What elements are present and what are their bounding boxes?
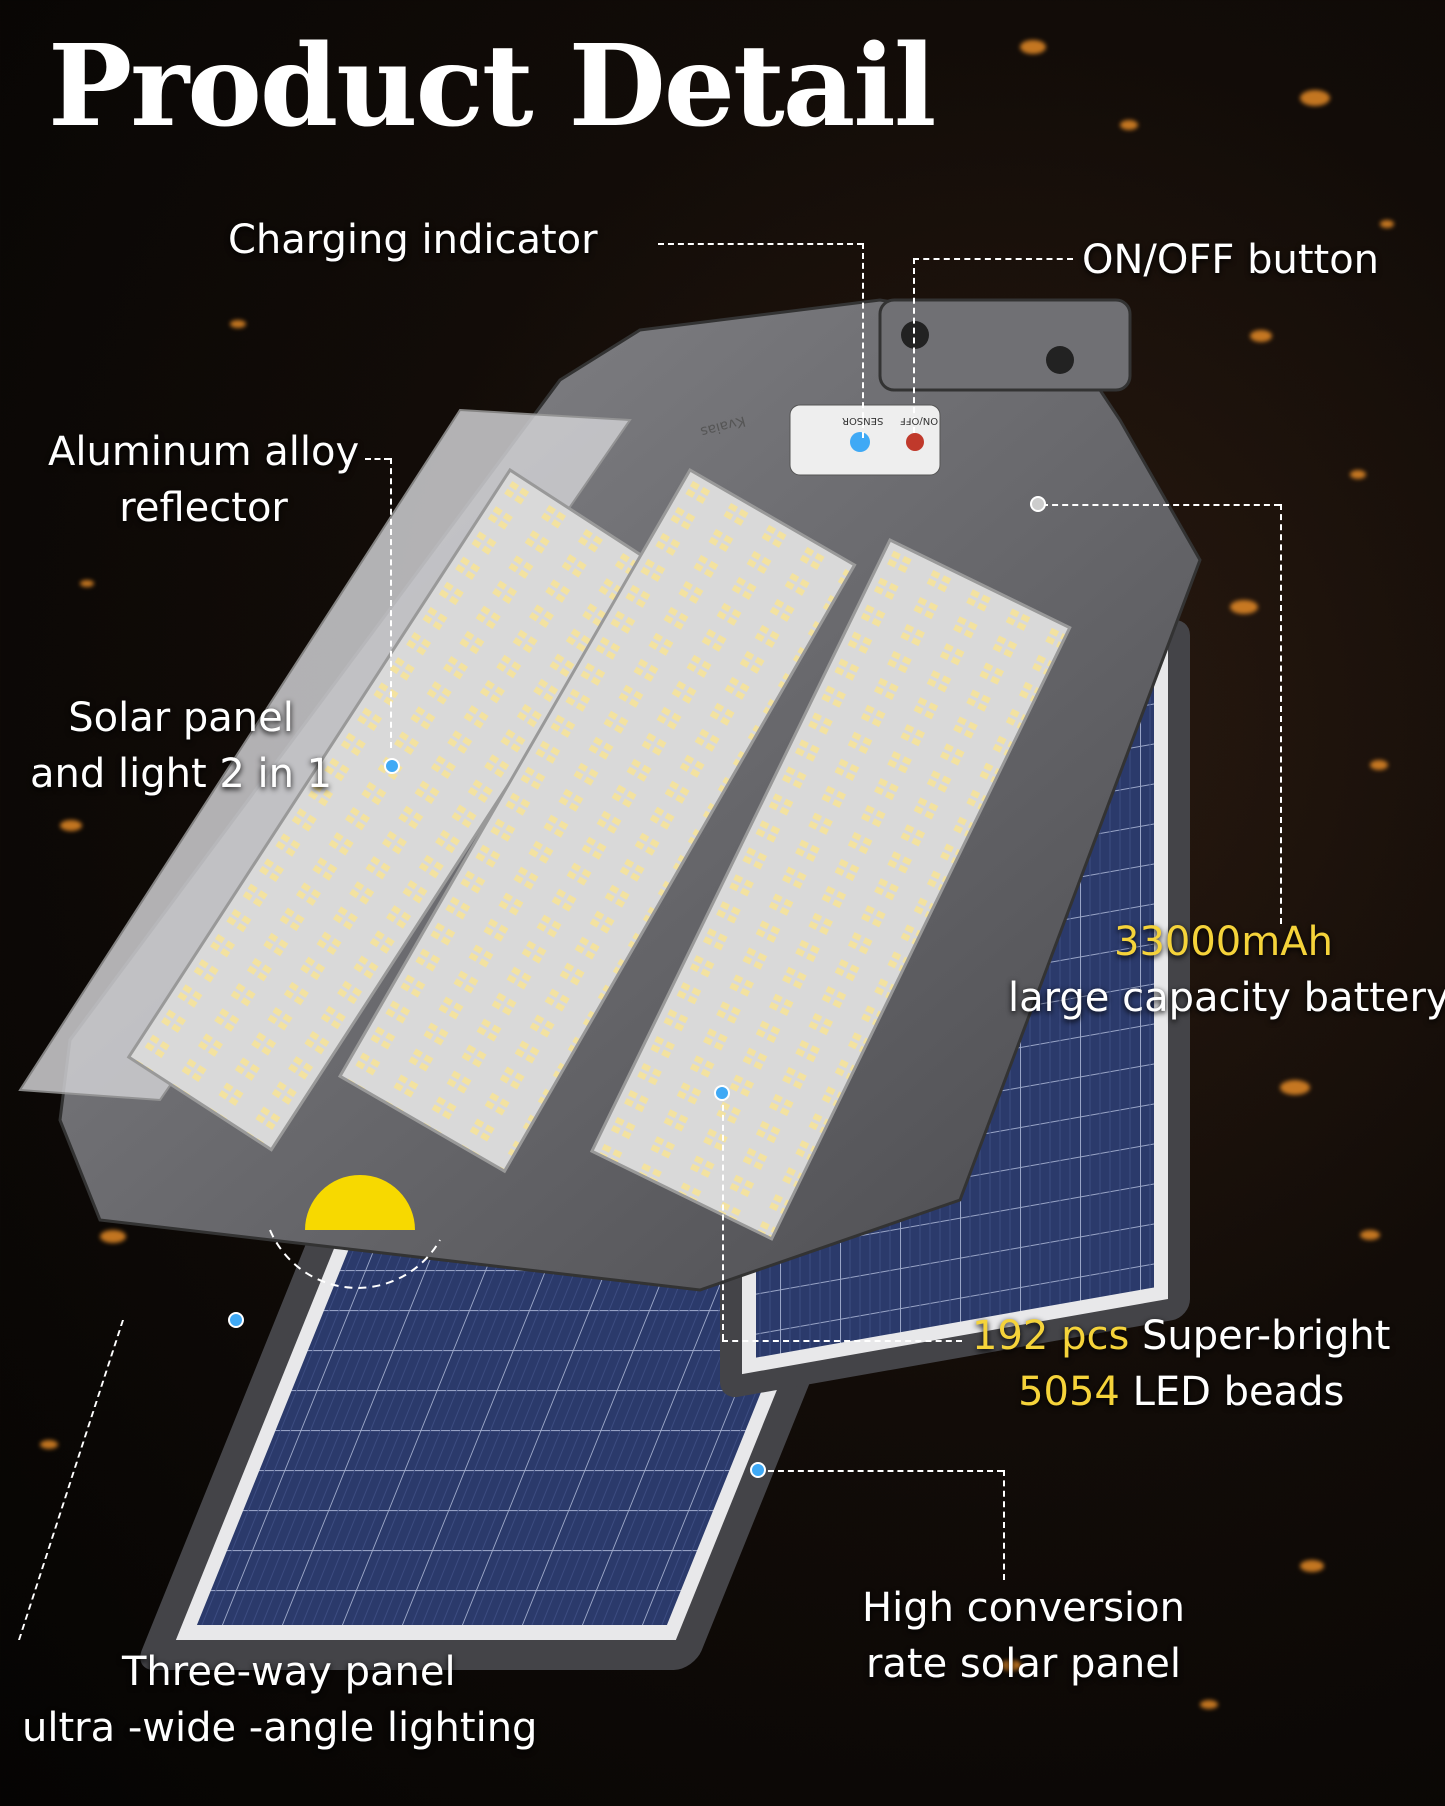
solar-panel-rear xyxy=(140,1110,914,1670)
label-three-way-line1: Three-way panel xyxy=(122,1649,456,1695)
label-reflector-line2: reflector xyxy=(119,485,288,531)
label-charging-indicator: Charging indicator xyxy=(228,217,598,263)
label-led-beads: 192 pcs Super-bright 5054 LED beads xyxy=(972,1308,1390,1420)
led-module-right xyxy=(589,537,1072,1241)
led-module-left xyxy=(126,467,655,1152)
label-led-count: 192 pcs xyxy=(972,1313,1130,1359)
callout-dot-leds xyxy=(714,1085,730,1101)
label-led-desc2: LED beads xyxy=(1119,1369,1345,1415)
label-battery: 33000mAh large capacity battery xyxy=(1008,914,1445,1026)
leader-leds-h xyxy=(722,1340,962,1342)
label-led-model: 5054 xyxy=(1018,1369,1120,1415)
leader-reflector-v xyxy=(390,458,392,748)
callout-dot-solar xyxy=(750,1462,766,1478)
on-off-button-icon xyxy=(906,433,924,451)
label-reflector: Aluminum alloy reflector xyxy=(48,424,359,536)
leader-battery xyxy=(1042,504,1280,506)
charging-indicator-icon xyxy=(850,432,870,452)
callout-dot-threeway xyxy=(228,1312,244,1328)
leader-solar xyxy=(758,1470,1003,1472)
label-led-desc1: Super-bright xyxy=(1129,1313,1391,1359)
leader-charging-v xyxy=(862,243,864,438)
leader-charging xyxy=(658,243,863,245)
label-three-way-line2: ultra -wide -angle lighting xyxy=(22,1705,538,1751)
label-battery-desc: large capacity battery xyxy=(1008,975,1445,1021)
device-onoff-text: ON/OFF xyxy=(900,415,939,426)
leader-leds xyxy=(722,1085,724,1340)
leader-battery-v xyxy=(1280,504,1282,924)
leader-onoff-v xyxy=(913,258,915,433)
callout-dot-solar-light xyxy=(384,758,400,774)
label-solar-panel-line1: High conversion xyxy=(862,1585,1185,1631)
leader-solar-v xyxy=(1003,1470,1005,1580)
label-solar-light: Solar panel and light 2 in 1 xyxy=(30,690,332,802)
label-three-way: Three-way panel ultra -wide -angle light… xyxy=(22,1644,537,1756)
page-title: Product Detail xyxy=(48,21,936,152)
pir-sensor xyxy=(305,1175,415,1230)
callout-dot-battery xyxy=(1030,496,1046,512)
leader-onoff xyxy=(913,258,1073,260)
label-solar-panel: High conversion rate solar panel xyxy=(862,1580,1185,1692)
label-reflector-line1: Aluminum alloy xyxy=(48,429,360,475)
leader-reflector xyxy=(365,458,390,460)
label-battery-capacity: 33000mAh xyxy=(1114,919,1333,965)
led-module-center xyxy=(337,467,857,1174)
label-solar-light-line1: Solar panel xyxy=(68,695,294,741)
label-solar-light-line2: and light 2 in 1 xyxy=(30,751,333,797)
device-sensor-text: SENSOR xyxy=(842,415,884,426)
label-solar-panel-line2: rate solar panel xyxy=(865,1641,1181,1687)
label-on-off-button: ON/OFF button xyxy=(1082,237,1380,283)
